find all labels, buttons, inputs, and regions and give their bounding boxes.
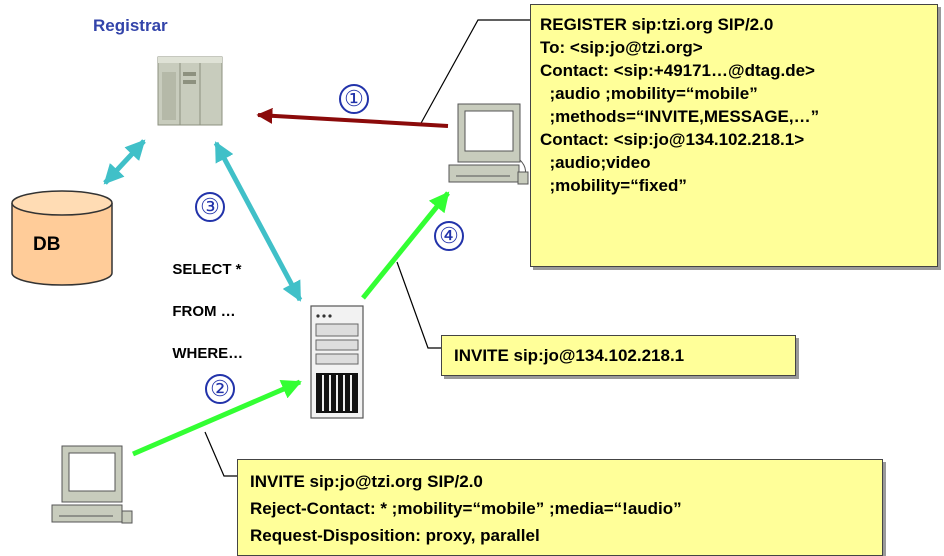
invite-caller-line: Request-Disposition: proxy, parallel xyxy=(250,526,540,545)
proxy-callee-invite-arrow xyxy=(361,191,450,300)
register-line: Contact: <sip:jo@134.102.218.1> xyxy=(540,130,805,149)
registrar-db-arrow xyxy=(103,139,146,185)
caller-computer-icon xyxy=(51,445,133,524)
register-message-note: REGISTER sip:tzi.org SIP/2.0 To: <sip:jo… xyxy=(530,4,938,267)
db-label: DB xyxy=(33,234,61,255)
step-2-marker: ② xyxy=(205,374,235,404)
registrar-server-icon xyxy=(157,56,223,126)
proxy-registrar-query-arrow xyxy=(213,141,303,302)
invite-proxy-line: INVITE sip:jo@134.102.218.1 xyxy=(454,346,685,365)
caller-proxy-invite-arrow xyxy=(132,379,302,457)
step-2-number: ② xyxy=(210,376,230,401)
register-callout-line xyxy=(419,19,530,126)
query-line: FROM … xyxy=(172,303,236,320)
invite-proxy-callout-line xyxy=(396,261,441,349)
invite-caller-note: INVITE sip:jo@tzi.org SIP/2.0 Reject-Con… xyxy=(237,459,883,556)
register-line: ;audio;video xyxy=(540,153,651,172)
select-query-text: SELECT * FROM … WHERE… xyxy=(164,238,243,364)
register-line: ;audio ;mobility=“mobile” xyxy=(540,84,758,103)
register-line: Contact: <sip:+49171…@dtag.de> xyxy=(540,61,815,80)
callee-computer-icon xyxy=(448,103,529,185)
step-1-marker: ① xyxy=(339,84,369,114)
invite-caller-callout-line xyxy=(204,431,237,477)
step-1-number: ① xyxy=(344,86,364,111)
step-3-marker: ③ xyxy=(195,192,225,222)
register-line: ;mobility=“fixed” xyxy=(540,176,687,195)
query-line: SELECT * xyxy=(172,261,242,278)
database-icon xyxy=(11,190,113,286)
invite-proxy-note: INVITE sip:jo@134.102.218.1 xyxy=(441,335,796,376)
register-line: REGISTER sip:tzi.org SIP/2.0 xyxy=(540,15,774,34)
register-line: To: <sip:jo@tzi.org> xyxy=(540,38,703,57)
step-4-number: ④ xyxy=(439,223,459,248)
register-arrow xyxy=(256,107,449,128)
step-4-marker: ④ xyxy=(434,221,464,251)
proxy-server-icon xyxy=(310,305,364,419)
invite-caller-line: INVITE sip:jo@tzi.org SIP/2.0 xyxy=(250,472,483,491)
invite-caller-line: Reject-Contact: * ;mobility=“mobile” ;me… xyxy=(250,499,682,518)
registrar-label: Registrar xyxy=(93,16,168,35)
query-line: WHERE… xyxy=(172,345,244,362)
register-line: ;methods=“INVITE,MESSAGE,…” xyxy=(540,107,820,126)
step-3-number: ③ xyxy=(200,194,220,219)
